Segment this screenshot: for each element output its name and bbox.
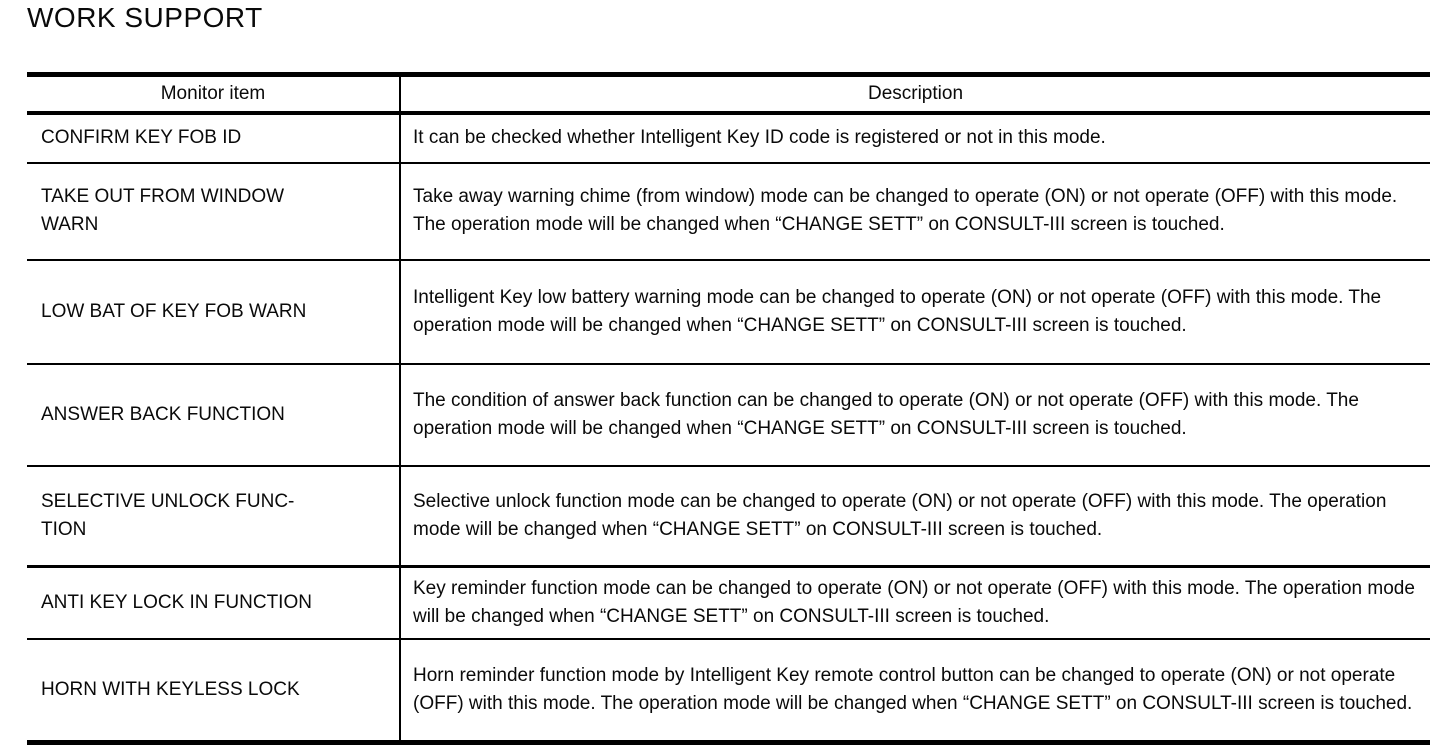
work-support-table: Monitor item Description CONFIRM KEY FOB…: [27, 72, 1430, 745]
monitor-item-cell: SELECTIVE UNLOCK FUNC- TION: [27, 465, 401, 567]
page-title: WORK SUPPORT: [27, 2, 263, 33]
column-header-monitor-item: Monitor item: [27, 74, 401, 115]
monitor-item-cell: ANTI KEY LOCK IN FUNCTION: [27, 566, 401, 639]
description-cell: It can be checked whether Intelligent Ke…: [413, 127, 1106, 148]
table-row: ANSWER BACK FUNCTION The condition of an…: [27, 363, 1430, 466]
monitor-item-cell: LOW BAT OF KEY FOB WARN: [27, 259, 401, 364]
table-row: ANTI KEY LOCK IN FUNCTION Key reminder f…: [27, 566, 1430, 639]
table-row: TAKE OUT FROM WINDOW WARN Take away warn…: [27, 162, 1430, 260]
table-row: SELECTIVE UNLOCK FUNC- TION Selective un…: [27, 465, 1430, 567]
monitor-item-cell: HORN WITH KEYLESS LOCK: [27, 639, 401, 742]
monitor-item-cell: TAKE OUT FROM WINDOW WARN: [27, 162, 401, 260]
monitor-item-cell: CONFIRM KEY FOB ID: [27, 112, 401, 163]
description-cell: The condition of answer back function ca…: [413, 389, 1359, 439]
description-cell: Intelligent Key low battery warning mode…: [413, 286, 1382, 336]
description-cell: Key reminder function mode can be change…: [413, 578, 1415, 627]
table-row: HORN WITH KEYLESS LOCK Horn reminder fun…: [27, 639, 1430, 742]
table-row: CONFIRM KEY FOB ID It can be checked whe…: [27, 112, 1430, 163]
monitor-item-cell: ANSWER BACK FUNCTION: [27, 363, 401, 466]
description-cell: Horn reminder function mode by Intellige…: [413, 664, 1413, 714]
table-row: LOW BAT OF KEY FOB WARN Intelligent Key …: [27, 259, 1430, 364]
column-header-description: Description: [400, 74, 1430, 115]
table-header-row: Monitor item Description: [27, 74, 1430, 115]
description-cell: Take away warning chime (from window) mo…: [413, 186, 1398, 235]
description-cell: Selective unlock function mode can be ch…: [413, 490, 1387, 540]
